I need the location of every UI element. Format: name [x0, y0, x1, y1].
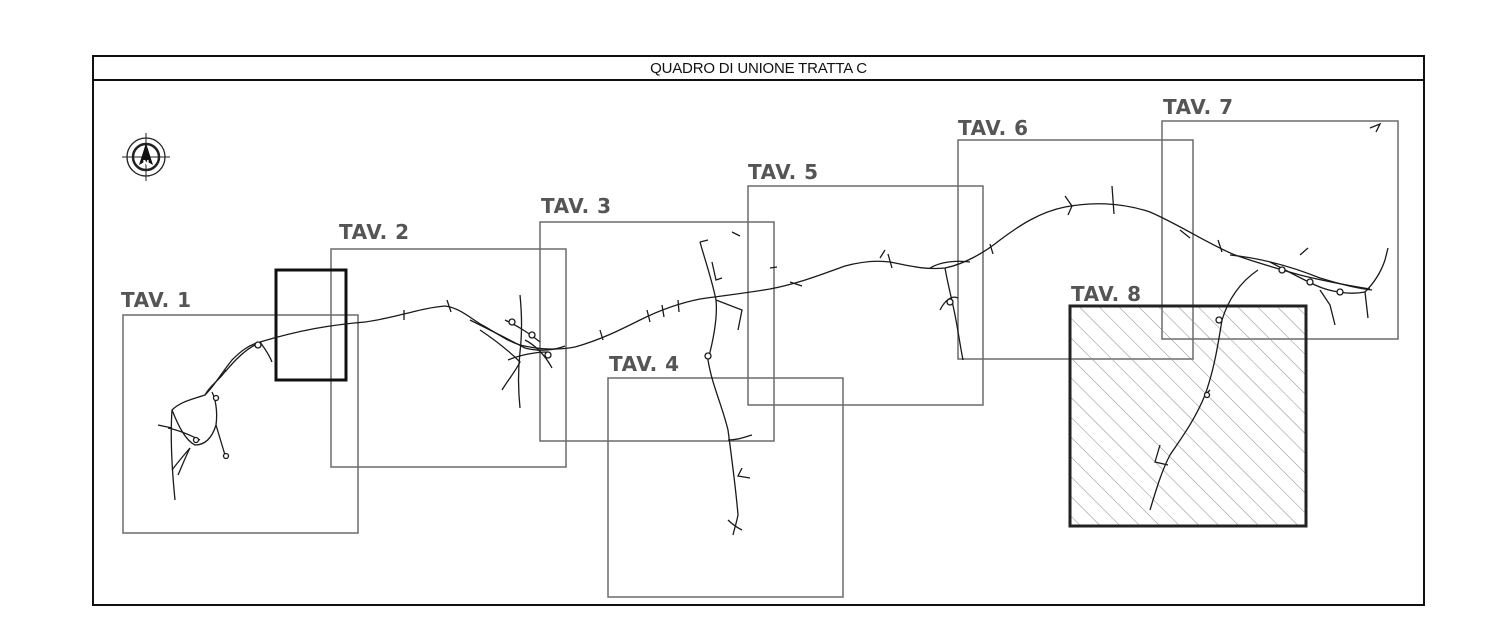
sheet-label-tav2: TAV. 2 [339, 220, 410, 244]
route-alignment [157, 122, 1389, 536]
north-letter: N [143, 159, 150, 168]
sheet-label-tav5: TAV. 5 [748, 160, 819, 184]
sheet-outline-tav5 [747, 185, 984, 406]
sheet-outline-tav4 [607, 377, 844, 598]
north-arrow-icon: N [122, 133, 170, 181]
sheet-outline-tav3 [539, 221, 775, 442]
drawing-title: QUADRO DI UNIONE TRATTA C [650, 59, 867, 77]
sheet-outline-tav1 [122, 314, 359, 534]
highlighted-section-box [274, 268, 348, 382]
sheet-label-tav3: TAV. 3 [541, 194, 612, 218]
sheet-label-tav4: TAV. 4 [609, 352, 680, 376]
sheet-outline-tav2 [330, 248, 567, 468]
sheet-label-tav6: TAV. 6 [958, 116, 1029, 140]
sheet-label-tav1: TAV. 1 [121, 288, 192, 312]
drawing-frame [92, 55, 1425, 606]
sheet-label-tav8: TAV. 8 [1071, 282, 1142, 306]
sheet-label-tav7: TAV. 7 [1163, 95, 1234, 119]
sheet-outline-tav8 [1068, 304, 1308, 528]
